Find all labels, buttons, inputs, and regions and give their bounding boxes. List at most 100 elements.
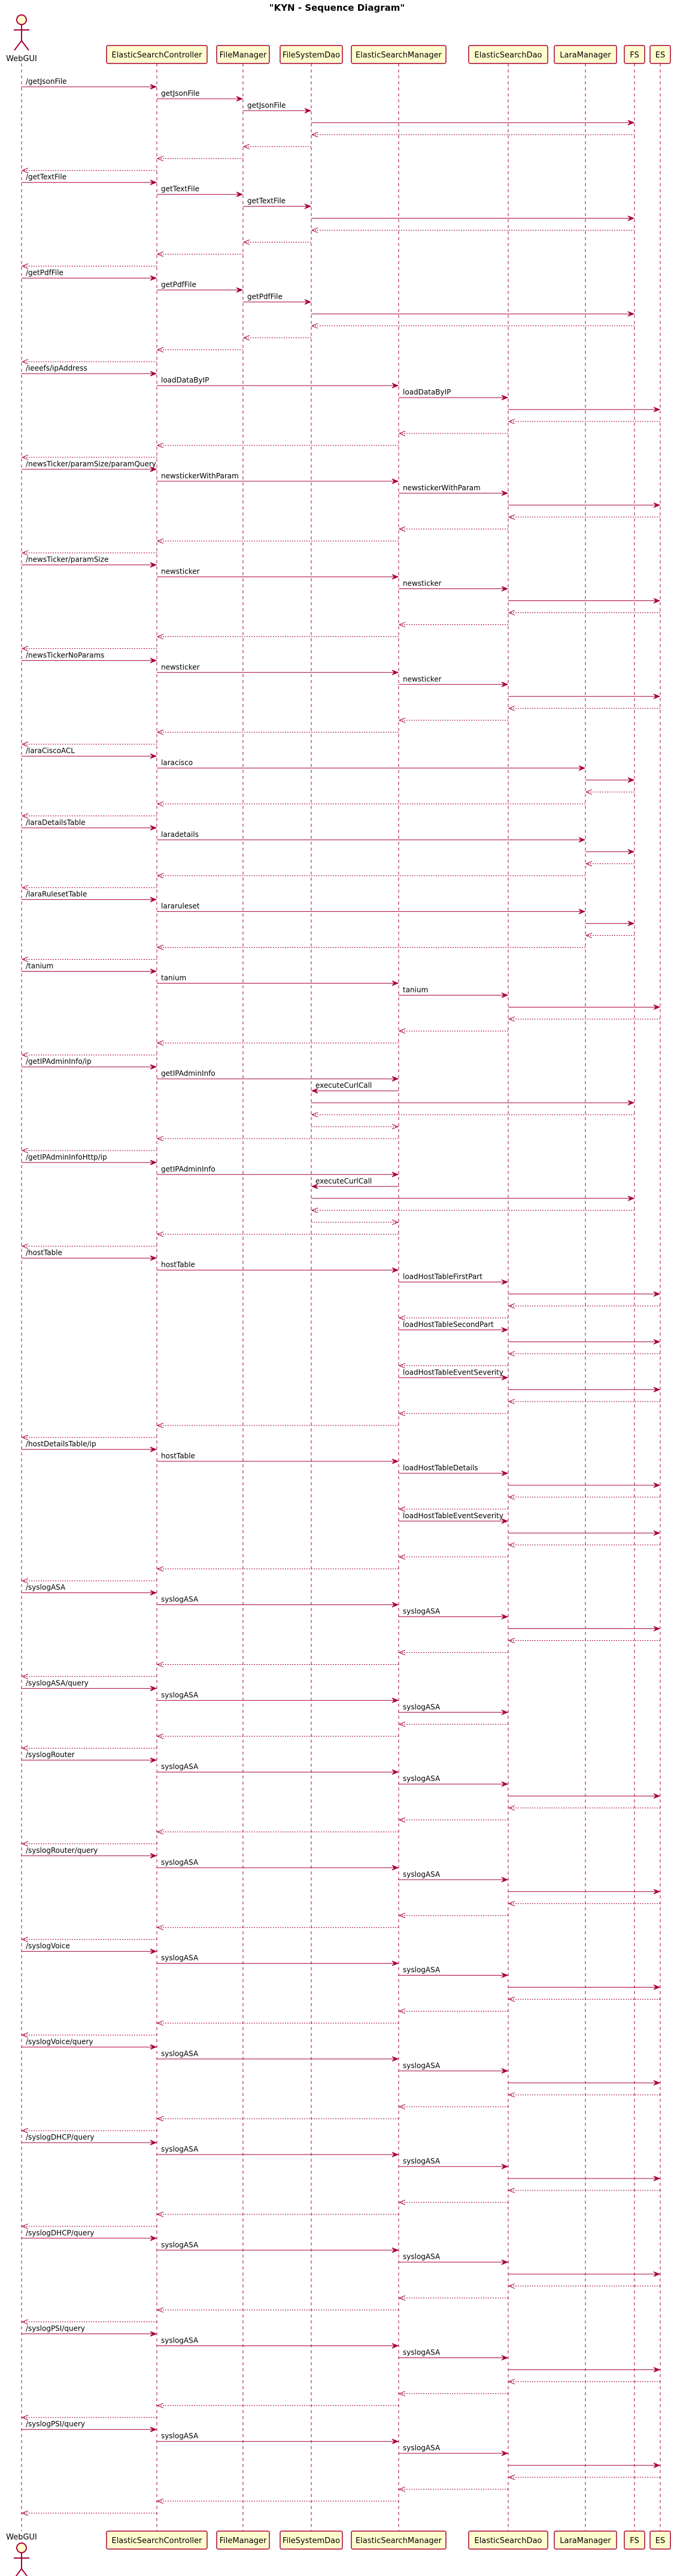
message-label: executeCurlCall bbox=[315, 1177, 372, 1185]
open-arrowhead-icon bbox=[21, 813, 29, 819]
open-arrowhead-icon bbox=[508, 2092, 515, 2098]
message-label: syslogASA bbox=[403, 1774, 441, 1783]
return-message bbox=[508, 1542, 660, 1548]
filled-arrowhead-icon bbox=[627, 120, 635, 126]
filled-arrowhead-icon bbox=[236, 96, 244, 102]
participant-box bbox=[280, 45, 343, 64]
return-message bbox=[21, 263, 157, 269]
filled-arrowhead-icon bbox=[311, 1088, 318, 1094]
open-arrowhead-icon bbox=[398, 1028, 406, 1034]
filled-arrowhead-icon bbox=[653, 1889, 661, 1895]
filled-arrowhead-icon bbox=[391, 1865, 399, 1871]
call-message: tanium bbox=[399, 985, 509, 998]
open-arrowhead-icon bbox=[508, 2187, 515, 2193]
message-label: /getTextFile bbox=[26, 173, 66, 181]
filled-arrowhead-icon bbox=[391, 1267, 399, 1273]
message-label: syslogASA bbox=[403, 1870, 441, 1879]
call-message: newsticker bbox=[157, 568, 399, 580]
return-message bbox=[156, 1231, 399, 1237]
filled-arrowhead-icon bbox=[501, 992, 509, 998]
filled-arrowhead-icon bbox=[391, 1961, 399, 1967]
participant-label: WebGUI bbox=[6, 54, 37, 63]
participant-box bbox=[649, 45, 671, 64]
return-message bbox=[242, 335, 311, 341]
message-label: newsticker bbox=[403, 579, 442, 588]
open-arrowhead-icon bbox=[21, 1937, 29, 1943]
return-message bbox=[398, 1410, 508, 1416]
participant-lara-top: LaraManager bbox=[554, 45, 617, 64]
return-message bbox=[311, 1124, 399, 1130]
participant-fs-top: FS bbox=[624, 45, 645, 64]
return-message bbox=[156, 873, 585, 879]
open-arrowhead-icon bbox=[311, 1112, 318, 1118]
call-message bbox=[508, 2176, 661, 2181]
actor-leg-right bbox=[21, 40, 29, 51]
open-arrowhead-icon bbox=[398, 430, 406, 436]
call-message: /getIPAdminInfoHttp/ip bbox=[22, 1153, 157, 1166]
open-arrowhead-icon bbox=[508, 1494, 515, 1500]
message-label: getPdfFile bbox=[161, 280, 196, 289]
return-message bbox=[398, 717, 508, 723]
return-message bbox=[21, 359, 157, 365]
actor-bottom: WebGUI bbox=[6, 2533, 37, 2576]
open-arrowhead-icon bbox=[398, 2486, 406, 2492]
message-label: loadHostTableEventSeverity bbox=[403, 1368, 503, 1376]
return-message bbox=[398, 2008, 508, 2014]
message-label: /tanium bbox=[26, 961, 53, 970]
filled-arrowhead-icon bbox=[391, 669, 399, 675]
participant-box bbox=[106, 45, 208, 64]
open-arrowhead-icon bbox=[21, 263, 29, 269]
call-message: /laraRulesetTable bbox=[22, 890, 157, 903]
call-message: loadDataByIP bbox=[157, 376, 399, 389]
participant-box bbox=[216, 45, 270, 64]
open-arrowhead-icon bbox=[398, 1410, 406, 1416]
filled-arrowhead-icon bbox=[150, 2044, 157, 2050]
filled-arrowhead-icon bbox=[653, 1004, 661, 1010]
call-message bbox=[311, 120, 635, 126]
call-message bbox=[585, 849, 635, 855]
open-arrowhead-icon bbox=[21, 1673, 29, 1679]
call-message bbox=[508, 598, 661, 603]
filled-arrowhead-icon bbox=[627, 849, 635, 855]
return-message bbox=[21, 2032, 157, 2038]
open-arrowhead-icon bbox=[156, 1231, 164, 1237]
return-message bbox=[156, 1733, 399, 1739]
participant-box bbox=[554, 2531, 617, 2550]
open-arrowhead-icon bbox=[156, 2498, 164, 2504]
open-arrowhead-icon bbox=[508, 418, 515, 424]
filled-arrowhead-icon bbox=[391, 980, 399, 986]
return-message bbox=[398, 526, 508, 532]
filled-arrowhead-icon bbox=[501, 1877, 509, 1883]
return-message bbox=[508, 2283, 660, 2289]
open-arrowhead-icon bbox=[156, 156, 164, 162]
call-message: syslogASA bbox=[157, 2432, 399, 2444]
filled-arrowhead-icon bbox=[150, 1685, 157, 1691]
filled-arrowhead-icon bbox=[391, 1458, 399, 1464]
message-label: laracisco bbox=[161, 758, 193, 767]
message-label: getTextFile bbox=[161, 185, 199, 193]
open-arrowhead-icon bbox=[508, 705, 515, 711]
call-message: syslogASA bbox=[399, 2061, 509, 2074]
return-message bbox=[21, 645, 157, 651]
return-message bbox=[508, 1901, 660, 1907]
open-arrowhead-icon bbox=[242, 144, 250, 150]
filled-arrowhead-icon bbox=[501, 490, 509, 496]
return-message bbox=[21, 1148, 157, 1154]
filled-arrowhead-icon bbox=[150, 1255, 157, 1261]
filled-arrowhead-icon bbox=[150, 1853, 157, 1859]
call-message: getIPAdminInfo bbox=[157, 1165, 399, 1178]
filled-arrowhead-icon bbox=[501, 1709, 509, 1715]
return-message bbox=[398, 2199, 508, 2205]
return-message bbox=[156, 1040, 399, 1046]
return-message bbox=[398, 1650, 508, 1655]
message-label: /getPdfFile bbox=[26, 268, 63, 277]
filled-arrowhead-icon bbox=[150, 1757, 157, 1763]
return-message bbox=[156, 2402, 399, 2408]
open-arrowhead-icon bbox=[508, 2474, 515, 2480]
return-message bbox=[508, 705, 660, 711]
call-message: /syslogPSI/query bbox=[22, 2420, 157, 2432]
return-message bbox=[398, 1363, 508, 1369]
open-arrowhead-icon bbox=[156, 1422, 164, 1428]
call-message: executeCurlCall bbox=[311, 1177, 399, 1190]
